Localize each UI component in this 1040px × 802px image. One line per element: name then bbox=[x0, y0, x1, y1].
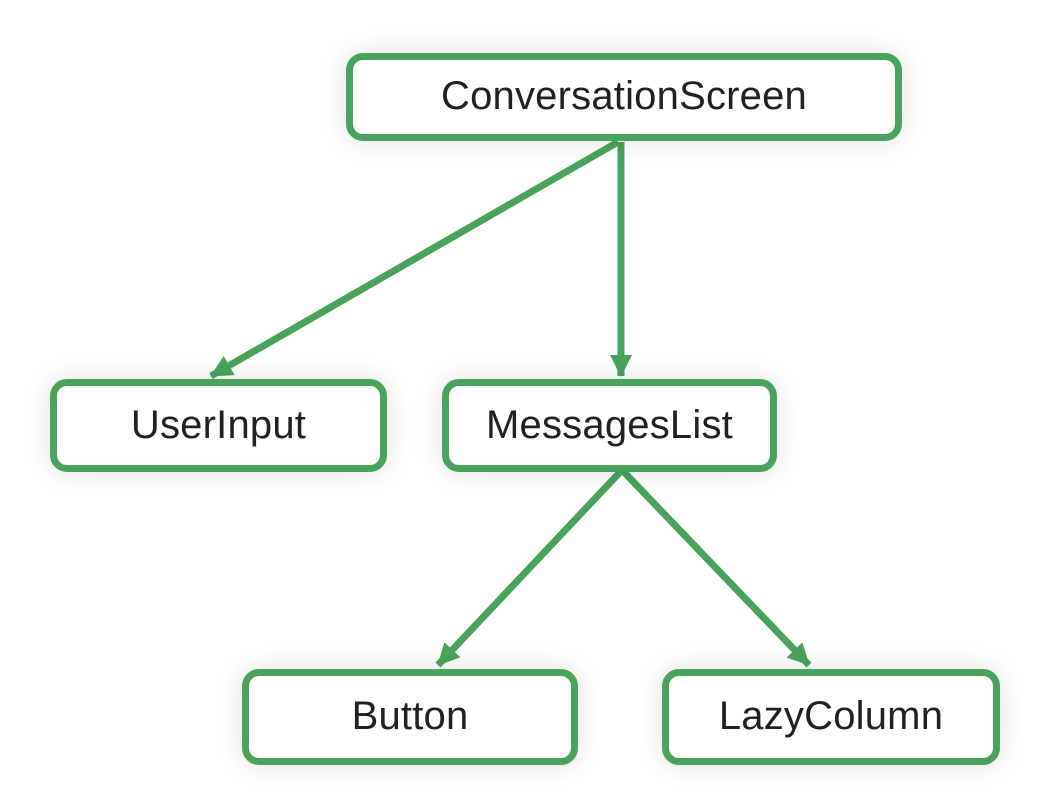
node-messageslist: MessagesList bbox=[442, 379, 777, 472]
node-conversationscreen: ConversationScreen bbox=[346, 53, 902, 141]
edge-messageslist-button bbox=[435, 467, 625, 668]
node-label-messageslist: MessagesList bbox=[486, 402, 733, 447]
edge-messageslist-lazycolumn bbox=[619, 467, 812, 668]
edge-conversationscreen-userinput bbox=[209, 138, 620, 380]
node-label-conversationscreen: ConversationScreen bbox=[440, 74, 808, 118]
node-userinput: UserInput bbox=[50, 379, 387, 472]
node-label-userinput: UserInput bbox=[130, 402, 307, 447]
node-label-button: Button bbox=[351, 694, 469, 738]
node-label-lazycolumn: LazyColumn bbox=[718, 694, 944, 738]
node-lazycolumn: LazyColumn bbox=[662, 669, 1000, 765]
node-button: Button bbox=[242, 669, 578, 765]
